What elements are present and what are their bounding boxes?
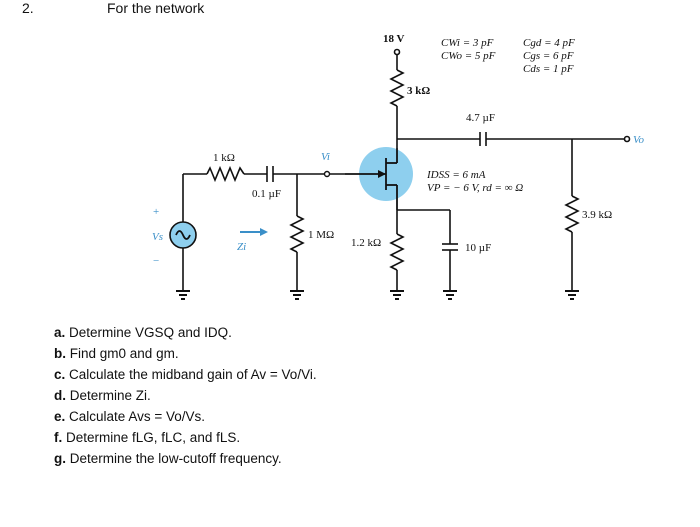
question-number: 2.	[22, 0, 34, 16]
vs-label: Vs	[152, 231, 163, 243]
rgs-label: 1 kΩ	[213, 152, 235, 164]
drain-resistor-label: 3 kΩ	[407, 85, 430, 97]
ground-icon	[390, 290, 404, 292]
task-item: d. Determine Zi.	[54, 388, 151, 403]
param-cwo: CWo = 5 pF	[441, 50, 496, 62]
supply-terminal	[393, 48, 401, 56]
ground-icon	[176, 290, 190, 292]
output-capacitor-label: 4.7 µF	[466, 112, 495, 124]
supply-label: 18 V	[383, 33, 405, 45]
drain-resistor	[389, 69, 405, 107]
param-cgs: Cgs = 6 pF	[523, 50, 574, 62]
jfet-amplifier-circuit: 18 V 3 kΩ 4.7 µF Vo 3.9 kΩ 1 kΩ 0.1 µF V…	[152, 33, 645, 300]
param-vp: VP = − 6 V, rd = ∞ Ω	[427, 182, 523, 194]
param-cds: Cds = 1 pF	[523, 63, 574, 75]
input-capacitor-label: 0.1 µF	[252, 188, 281, 200]
task-item: a. Determine VGSQ and IDQ.	[54, 325, 232, 340]
source-resistor-label: 1.2 kΩ	[351, 237, 381, 249]
task-list: a. Determine VGSQ and IDQ. b. Find gm0 a…	[54, 322, 317, 469]
vi-label: Vi	[321, 151, 330, 163]
param-idss: IDSS = 6 mA	[426, 169, 486, 181]
zi-label: Zi	[237, 241, 246, 253]
load-resistor-label: 3.9 kΩ	[582, 209, 612, 221]
vo-label: Vo	[633, 134, 645, 146]
source-resistor	[389, 233, 405, 271]
task-item: b. Find gm0 and gm.	[54, 346, 179, 361]
source-resistor-1k	[206, 165, 245, 183]
task-item: g. Determine the low-cutoff frequency.	[54, 451, 282, 466]
sine-icon	[175, 230, 191, 240]
task-item: f. Determine fLG, fLC, and fLS.	[54, 430, 241, 445]
ground-icon	[565, 290, 579, 292]
vi-node	[323, 170, 331, 178]
task-item: c. Calculate the midband gain of Av = Vo…	[54, 367, 317, 382]
jfet-gate-arrow	[378, 170, 386, 178]
param-cgd: Cgd = 4 pF	[523, 37, 575, 49]
ground-icon	[290, 290, 304, 292]
zi-arrow-icon	[260, 228, 268, 236]
question-title: For the network	[107, 0, 205, 16]
load-resistor	[564, 195, 580, 233]
gate-resistor	[289, 215, 305, 253]
output-terminal	[623, 135, 631, 143]
ground-icon	[443, 290, 457, 292]
bypass-capacitor-label: 10 µF	[465, 242, 491, 254]
task-item: e. Calculate Avs = Vo/Vs.	[54, 409, 205, 424]
plus-sign: +	[153, 206, 159, 218]
gate-resistor-label: 1 MΩ	[308, 229, 334, 241]
minus-sign: −	[153, 255, 159, 267]
param-cwi: CWi = 3 pF	[441, 37, 494, 49]
